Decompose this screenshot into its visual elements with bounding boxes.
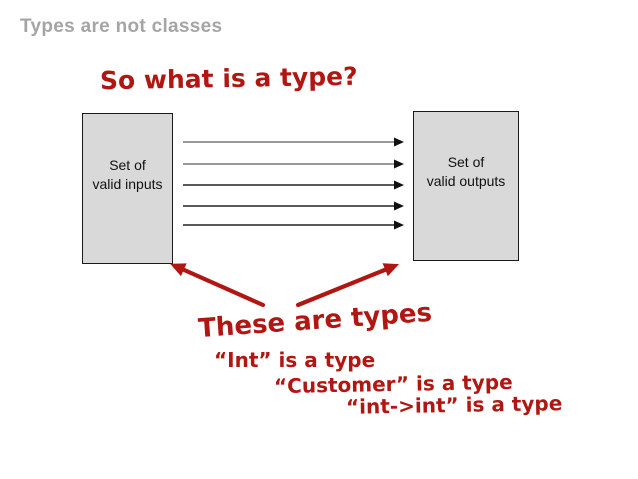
annotation-arrow-right bbox=[295, 263, 400, 308]
slide-title: Types are not classes bbox=[20, 16, 223, 37]
valid-outputs-box: Set of valid outputs bbox=[413, 111, 519, 261]
valid-outputs-label: Set of valid outputs bbox=[427, 153, 506, 191]
these-are-types-arrows bbox=[170, 263, 400, 308]
valid-inputs-label-line2: valid inputs bbox=[92, 175, 163, 192]
valid-inputs-label-line1: Set of bbox=[109, 156, 146, 173]
annotation-arrow-left bbox=[170, 263, 266, 308]
example-int: “Int” is a type bbox=[214, 348, 376, 372]
example-int-to-int: “int->int” is a type bbox=[345, 391, 563, 419]
valid-inputs-box: Set of valid inputs bbox=[82, 113, 173, 264]
valid-inputs-label: Set of valid inputs bbox=[92, 156, 162, 194]
input-to-output-arrows bbox=[183, 137, 404, 230]
valid-outputs-label-line1: Set of bbox=[447, 154, 485, 171]
valid-outputs-label-line2: valid outputs bbox=[426, 173, 506, 189]
